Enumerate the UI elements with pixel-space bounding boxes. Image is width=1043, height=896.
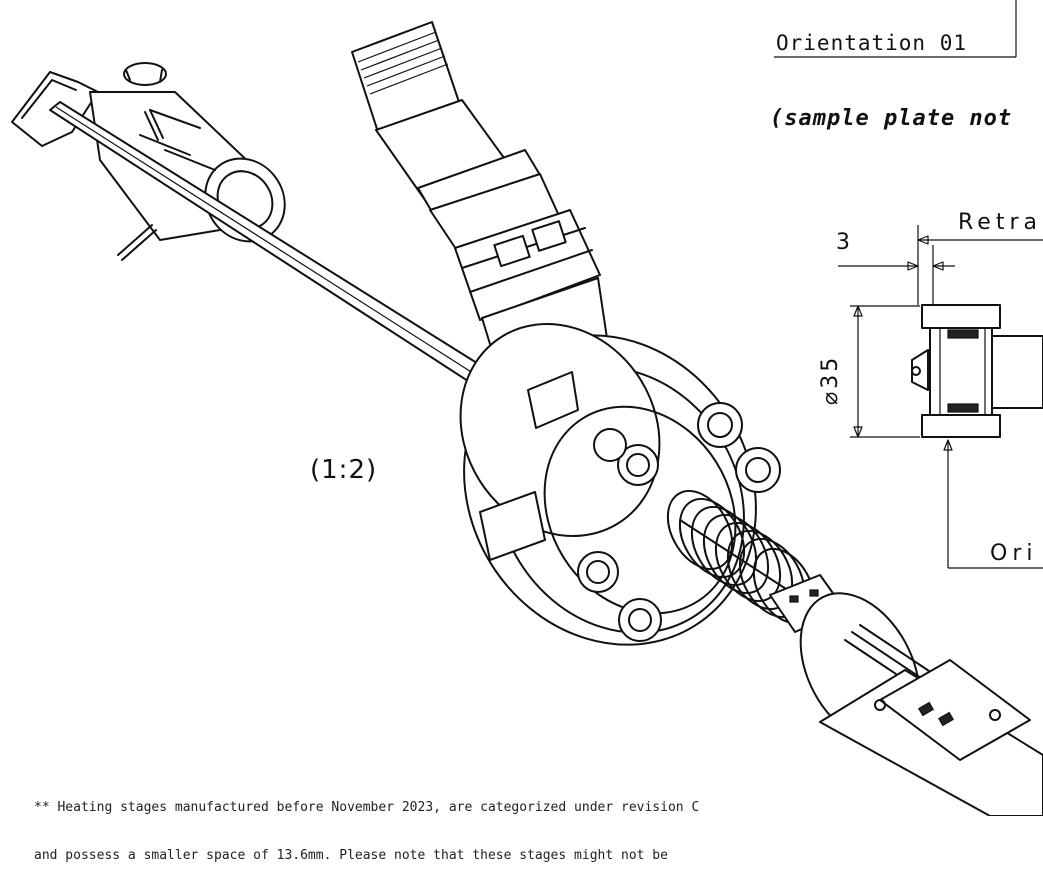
footnote-line-2: and possess a smaller space of 13.6mm. P… — [34, 848, 668, 863]
heating-stage — [769, 574, 1043, 816]
footnote-line-1: ** Heating stages manufactured before No… — [34, 800, 700, 815]
dimension-diameter-35: ⌀35 — [818, 354, 843, 405]
orientation-title: Orientation 01 — [776, 31, 968, 55]
footnote: ** Heating stages manufactured before No… — [34, 768, 699, 896]
technical-drawing-sheet: .ln { fill: none; stroke: #111; stroke-w… — [11, 0, 1043, 863]
isometric-assembly-drawing: .ln { fill: none; stroke: #111; stroke-w… — [11, 0, 1043, 816]
dimension-retract-label: Retra — [958, 210, 1042, 235]
flange-bolts — [577, 402, 781, 642]
orientation-short-label: Ori — [990, 541, 1038, 566]
orientation-title-frame — [774, 0, 1017, 58]
section-view — [838, 225, 1043, 569]
sample-plate-note: (sample plate not — [770, 106, 1013, 131]
scale-label: (1:2) — [310, 455, 378, 485]
dimension-three: 3 — [836, 230, 850, 255]
handle-assembly — [11, 62, 521, 406]
main-flange — [459, 322, 781, 646]
